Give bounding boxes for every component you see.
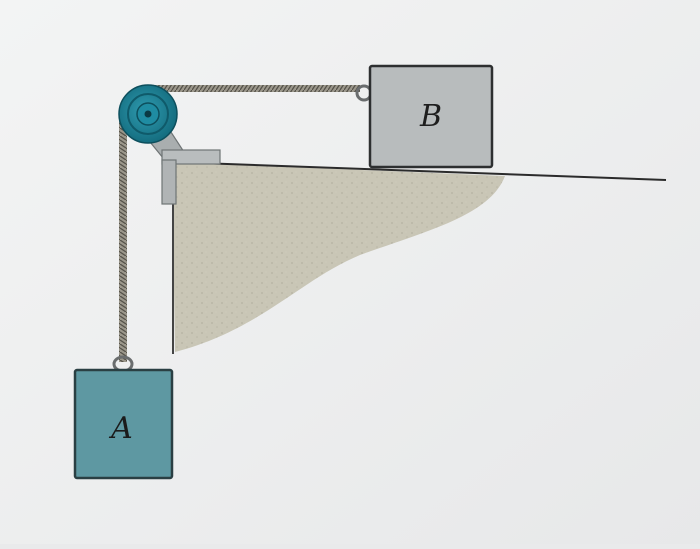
pulley-axle [144, 110, 152, 118]
block-b: B [368, 64, 494, 169]
pulley-bracket-post [161, 159, 177, 205]
block-b-body [368, 64, 494, 169]
ledge [172, 162, 505, 352]
block-a-body [73, 368, 174, 480]
block-b-label: B [419, 99, 442, 134]
pulley-groove [127, 93, 169, 135]
rope-vertical [119, 116, 127, 362]
rope-horizontal [150, 85, 360, 92]
block-a-label: A [108, 411, 133, 446]
block-a: A [73, 368, 174, 480]
surface-line [171, 161, 667, 181]
